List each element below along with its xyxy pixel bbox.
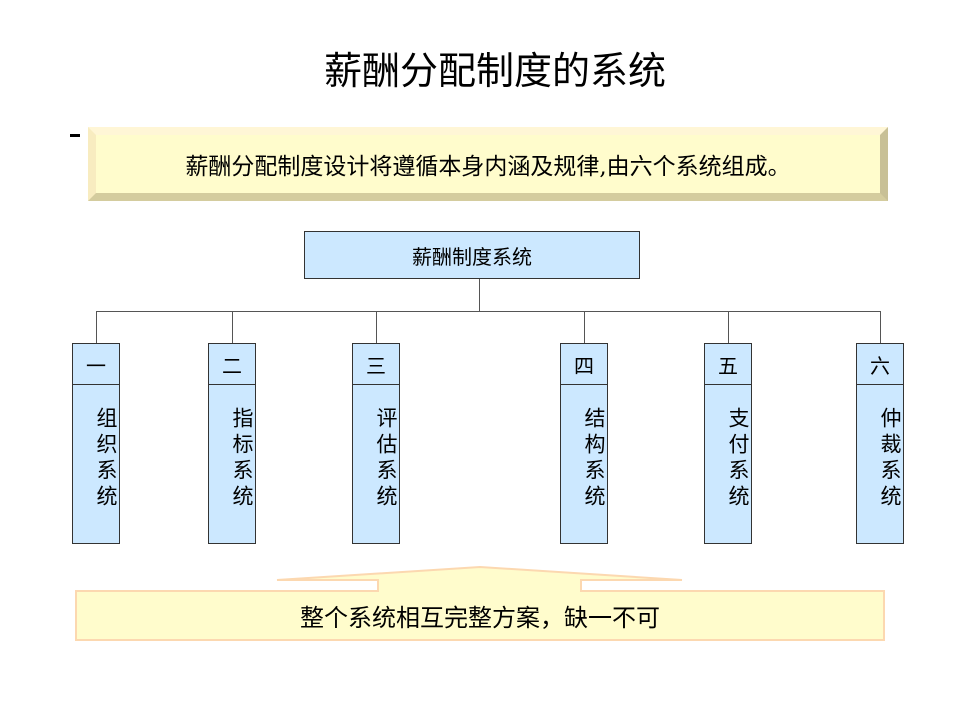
connector-line bbox=[479, 279, 480, 311]
connector-line bbox=[96, 311, 881, 312]
connector-line bbox=[584, 311, 585, 343]
node-number: 六 bbox=[857, 344, 903, 385]
system-node: 六仲裁系统 bbox=[856, 343, 904, 544]
intro-banner: 薪酬分配制度设计将遵循本身内涵及规律,由六个系统组成。 bbox=[88, 127, 888, 201]
system-node: 四结构系统 bbox=[560, 343, 608, 544]
system-node: 三评估系统 bbox=[352, 343, 400, 544]
node-label: 组织系统 bbox=[94, 407, 118, 511]
node-number: 三 bbox=[353, 344, 399, 385]
connector-line bbox=[880, 311, 881, 343]
system-node: 二指标系统 bbox=[208, 343, 256, 544]
root-node: 薪酬制度系统 bbox=[304, 231, 640, 279]
node-label: 结构系统 bbox=[582, 407, 606, 511]
connector-line bbox=[376, 311, 377, 343]
node-number: 二 bbox=[209, 344, 255, 385]
connector-line bbox=[232, 311, 233, 343]
node-number: 五 bbox=[705, 344, 751, 385]
node-label: 指标系统 bbox=[230, 407, 254, 511]
node-label: 仲裁系统 bbox=[878, 407, 902, 511]
node-label: 评估系统 bbox=[374, 407, 398, 511]
page-title: 薪酬分配制度的系统 bbox=[323, 49, 666, 93]
system-node: 五支付系统 bbox=[704, 343, 752, 544]
bullet-dash bbox=[70, 134, 80, 137]
node-label: 支付系统 bbox=[726, 407, 750, 511]
connector-line bbox=[96, 311, 97, 343]
node-number: 一 bbox=[73, 344, 119, 385]
system-node: 一组织系统 bbox=[72, 343, 120, 544]
connector-line bbox=[728, 311, 729, 343]
node-number: 四 bbox=[561, 344, 607, 385]
footer-text: 整个系统相互完整方案，缺一不可 bbox=[300, 604, 660, 632]
